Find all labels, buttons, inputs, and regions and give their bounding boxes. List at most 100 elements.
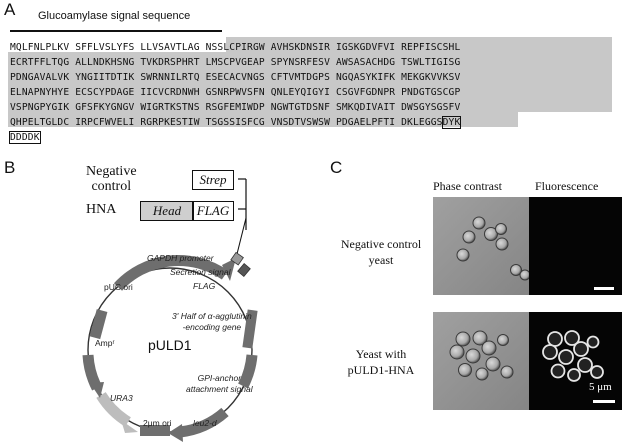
sequence-group: CFTVMTDGPS xyxy=(270,72,336,83)
sequence-group: PDGAELPFTI xyxy=(335,117,402,128)
sequence-group: GFSFKYGNGV xyxy=(75,102,141,113)
sequence-group: VSPNGPYGIK xyxy=(10,102,76,113)
sequence-group: SMKQDIVAIT xyxy=(335,102,402,113)
flag-label: FLAG xyxy=(193,281,216,291)
sequence-group: LLVSAVTLAG xyxy=(140,42,206,53)
protein-sequence: MQLFNLPLKV SFFLVSLYFS LLVSAVTLAG NSSLCPI… xyxy=(9,40,462,145)
sequence-group: NSSLCPIRGW xyxy=(205,42,271,53)
sequence-group: IRPCFWVELI xyxy=(75,117,141,128)
sequence-group: IICVCRDNWH xyxy=(140,87,206,98)
phase-contrast-negative-image xyxy=(433,197,529,295)
secretion-label: Secretion signal xyxy=(170,267,231,277)
sequence-group: AWSASACHDG xyxy=(335,57,402,68)
plasmid-map xyxy=(82,178,258,442)
fluorescence-header: Fluorescence xyxy=(535,179,599,193)
gapdh-arrowhead xyxy=(222,258,236,281)
sequence-group: WIGRTKSTNS xyxy=(140,102,206,113)
negative-control-line1: Negative xyxy=(86,164,137,179)
sequence-line-2: ECRTFFLTQG ALLNDKHSNG TVKDRSPHRT LMSCPVG… xyxy=(10,55,460,70)
unshaded-tail xyxy=(518,112,612,127)
sequence-group: DKLEGGS xyxy=(401,117,443,128)
sequence-group: PDNGAVALVK xyxy=(10,72,76,83)
sequence-group: PNDGTGSCGP xyxy=(401,87,461,98)
signal-sequence-label: Glucoamylase signal sequence xyxy=(38,10,191,22)
sequence-group: YNGIITDTIK xyxy=(75,72,141,83)
signal-sequence-bracket xyxy=(10,30,222,32)
sequence-group: CSGVFGDNPR xyxy=(335,87,402,98)
sequence-group: ECSCYPDAGE xyxy=(75,87,141,98)
flag-tag-end: DDDDK xyxy=(9,131,41,144)
plasmid-name: pULD1 xyxy=(148,337,192,353)
sequence-line-4: ELNAPNYHYE ECSCYPDAGE IICVCRDNWH GSNRPWV… xyxy=(10,85,460,100)
gapdh-label: GAPDH promoter xyxy=(147,253,214,263)
sequence-group: NGQASYKIFK xyxy=(335,72,402,83)
sequence-line-1: MQLFNLPLKV SFFLVSLYFS LLVSAVTLAG NSSLCPI… xyxy=(10,40,460,55)
sequence-group: MQLFNLPLKV xyxy=(10,42,76,53)
panel-b-letter: B xyxy=(4,158,16,177)
agglutinin-line1: 3' Half of α-agglutinin xyxy=(172,311,252,321)
row2-label-line2: pULD1-HNA xyxy=(347,363,415,377)
sequence-group: NGWTGTDSNF xyxy=(270,102,336,113)
sequence-line-3: PDNGAVALVK YNGIITDTIK SWRNNILRTQ ESECACV… xyxy=(10,70,460,85)
hna-label: HNA xyxy=(86,202,117,217)
flag-tag-start: DYK xyxy=(441,116,462,129)
sequence-group: AVHSKDNSIR xyxy=(270,42,336,53)
negative-control-line2: control xyxy=(91,179,132,194)
leu2d-arc xyxy=(179,407,229,438)
sequence-group: TSGSSISFCG xyxy=(205,117,271,128)
sequence-group: ALLNDKHSNG xyxy=(75,57,141,68)
sequence-group: SPYNSRFESV xyxy=(270,57,336,68)
flag-box: FLAG xyxy=(192,201,234,221)
agglutinin-arc xyxy=(238,354,258,389)
panel-a: A Glucoamylase signal sequence MQLFNLPLK… xyxy=(0,0,622,150)
phase-contrast-header: Phase contrast xyxy=(433,179,502,193)
sequence-group: IGSKGDVFVI xyxy=(335,42,402,53)
sequence-group: RSGFEMIWDP xyxy=(205,102,271,113)
2um-ori-block xyxy=(140,425,170,436)
sequence-group: ELNAPNYHYE xyxy=(10,87,76,98)
row1-label-line2: yeast xyxy=(368,253,394,267)
fluorescence-huld1-image xyxy=(529,312,622,410)
sequence-group: QNLEYQIGYI xyxy=(270,87,336,98)
strep-box: Strep xyxy=(192,170,234,190)
row1-label: Negative control yeast xyxy=(335,236,427,268)
scale-bar-top xyxy=(594,287,614,290)
shade-line-6 xyxy=(8,112,518,127)
phase-contrast-huld1-image xyxy=(433,312,529,410)
gpi-line1: GPI-anchor xyxy=(197,373,242,383)
gpi-line2: attachment signal xyxy=(186,384,253,394)
sequence-group: TSWLTIGISG xyxy=(401,57,461,68)
amp-label: Ampʳ xyxy=(95,338,115,348)
sequence-line-5: VSPNGPYGIK GFSFKYGNGV WIGRTKSTNS RSGFEMI… xyxy=(10,100,460,115)
sequence-line-7: DDDDK xyxy=(9,130,460,145)
ura3-label: URA3 xyxy=(110,393,133,403)
gpi-label: GPI-anchor attachment signal xyxy=(186,373,253,395)
puc-label: pUC ori xyxy=(104,282,133,292)
sequence-group: GSNRPWVSFN xyxy=(205,87,271,98)
sequence-group: SFFLVSLYFS xyxy=(75,42,141,53)
agglutinin-line2: -encoding gene xyxy=(182,322,242,332)
sequence-group: SWRNNILRTQ xyxy=(140,72,206,83)
row1-label-line1: Negative control xyxy=(340,237,422,251)
puc-ori-block xyxy=(89,309,108,340)
shade-line-1 xyxy=(226,37,612,52)
scale-bar-label: 5 μm xyxy=(589,381,612,393)
sequence-group: ESECACVNGS xyxy=(205,72,271,83)
sequence-group: ECRTFFLTQG xyxy=(10,57,76,68)
sequence-group: DWSGYSGSFV xyxy=(401,102,461,113)
negative-control-label: Negative control xyxy=(86,164,137,194)
sequence-group: TVKDRSPHRT xyxy=(140,57,206,68)
2um-ori-label: 2μm ori xyxy=(143,418,172,428)
sequence-group: RGRPKESTIW xyxy=(140,117,206,128)
sequence-group: VNSDTVSWSW xyxy=(270,117,336,128)
sequence-group: QHPELTGLDC xyxy=(10,117,76,128)
sequence-group: REPFISCSHL xyxy=(401,42,461,53)
row2-label: Yeast with pULD1-HNA xyxy=(335,346,427,378)
ura3-arc xyxy=(96,391,132,427)
agglutinin-label: 3' Half of α-agglutinin -encoding gene xyxy=(172,311,252,333)
panel-a-letter: A xyxy=(4,0,16,19)
head-box: Head xyxy=(140,201,194,221)
leu2d-label: leu2-d xyxy=(193,418,217,428)
fluorescence-negative-image xyxy=(529,197,622,295)
sequence-line-6: QHPELTGLDC IRPCFWVELI RGRPKESTIW TSGSSIS… xyxy=(10,115,462,130)
